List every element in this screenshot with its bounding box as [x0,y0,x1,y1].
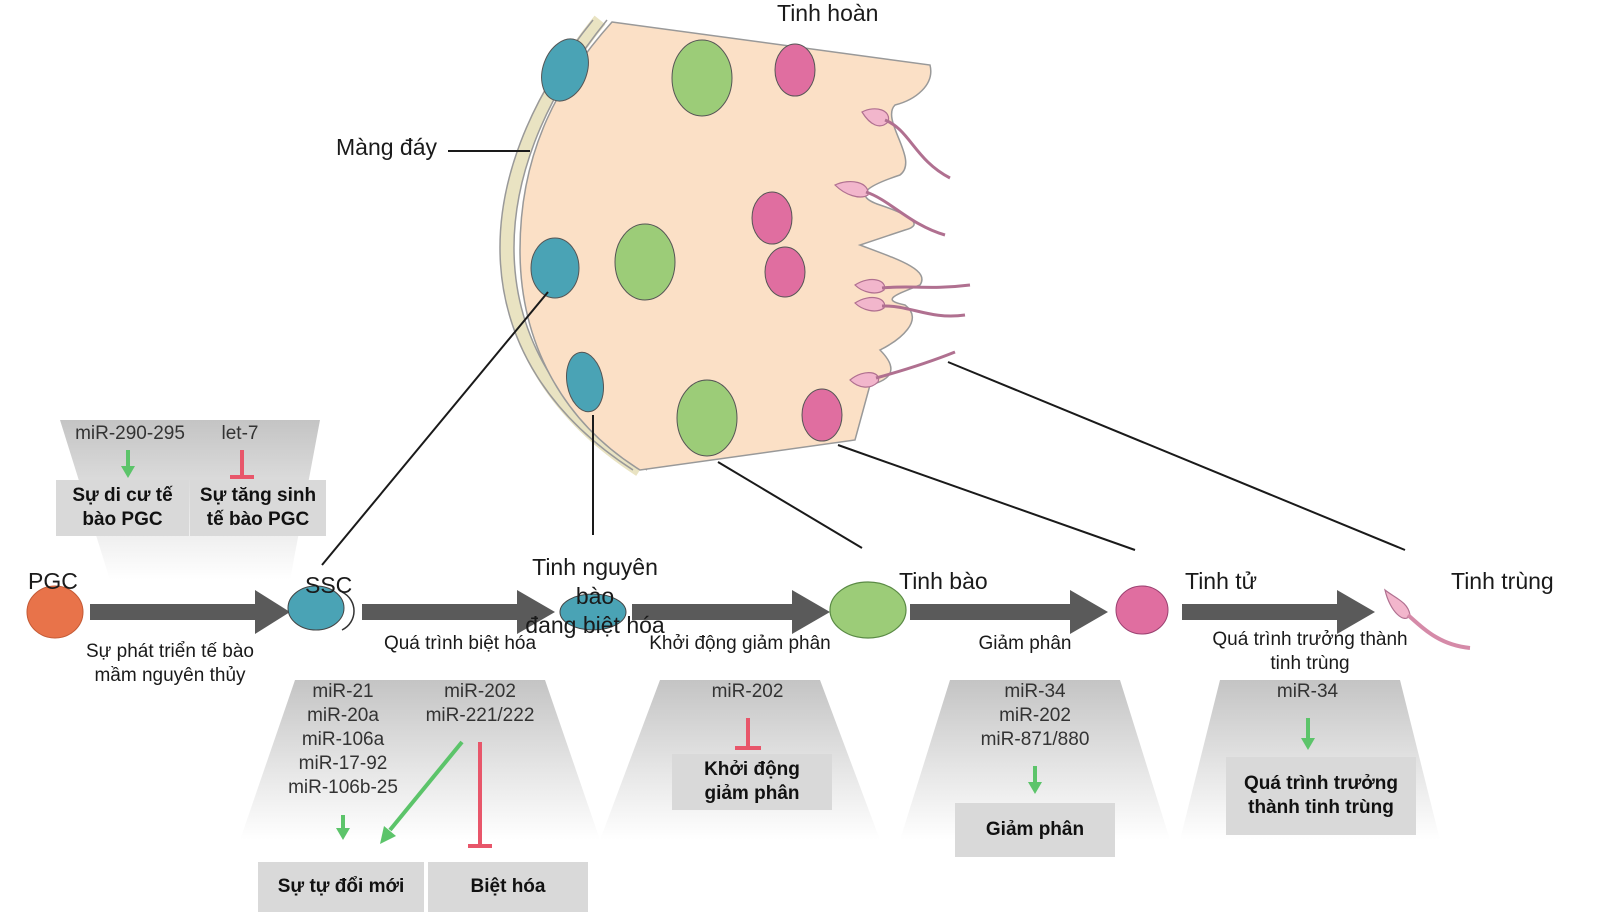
transition-label-maturation: Quá trình trưởng thành tinh trùng [1195,628,1425,676]
transition-label-line: tinh trùng [1270,653,1350,674]
spermatocyte-pointer [717,461,863,549]
arrow-spermatocyte-to-spermatid [910,590,1108,634]
progression-arrows [90,590,1375,634]
promote-arrow [1028,766,1042,794]
ssc-panel-bg [240,680,600,840]
spermatocyte-cell [676,379,738,457]
transition-label-line: Sự phát triển tế bào [86,641,254,662]
box-line: Khởi động [704,759,800,780]
testis-sperm [833,108,971,388]
mirna-list-right: miR-202 miR-221/222 [415,680,545,728]
mirna-label: miR-17-92 [298,753,388,774]
connector-lines [321,150,1406,566]
mirna-label: let-7 [221,423,259,444]
mirna-label: miR-106a [301,729,385,750]
promote-arrow [380,740,464,844]
diff-spermatogonia-cell [559,593,627,631]
pgc-migration-box: Sự di cư tế bào PGC [56,480,189,536]
stage-label-line: Tinh nguyên bào [532,554,658,609]
testis-cells [530,38,843,457]
ssc-cell [530,237,580,299]
stage-label-sperm: Tinh trùng [1451,568,1554,594]
spermatid-pointer [837,444,1136,551]
spermatid-cell [764,246,806,298]
promote-arrow [336,815,350,840]
seminiferous-tissue [519,21,932,471]
box-line: giảm phân [704,783,800,804]
pgc-cell [26,585,84,639]
testis-title: Tinh hoàn [777,0,879,26]
promote-arrow [121,450,135,478]
mirna-label: miR-290-295 [75,423,185,444]
meiosis-panel-bg [900,680,1170,840]
ssc-cell [566,351,604,413]
mirna-label: miR-34 [1276,681,1339,702]
stage-cells [26,581,1471,650]
meiosis-initiation-box: Khởi động giảm phân [672,754,832,810]
pgc-proliferation-box: Sự tăng sinh tế bào PGC [190,480,326,536]
mirna-label: miR-221/222 [425,705,535,726]
transition-label-line: mầm nguyên thủy [94,665,246,686]
spermatocyte-cell [671,39,733,117]
stage-label-diff-spermatogonia: Tinh nguyên bào đang biệt hóa [520,553,670,640]
stage-label-spermatid: Tinh tử [1185,568,1258,594]
sperm-cell [1384,588,1471,650]
transition-label-meiosis: Giảm phân [978,633,1072,654]
meiosis-box: Giảm phân [955,803,1115,857]
mirna-list: miR-34 miR-202 miR-871/880 [970,680,1100,752]
mirna-list-left: miR-21 miR-20a miR-106a miR-17-92 miR-10… [278,680,408,800]
spermatocyte-cell [614,223,676,301]
ssc-cell [541,38,589,102]
spermatid-cell [1115,585,1169,635]
inhibit-arrow [468,742,492,848]
mirna-label: miR-202 [999,705,1071,726]
transition-label-pgc-development: Sự phát triển tế bào mầm nguyên thủy [70,640,270,688]
ssc-cell [287,585,345,631]
basement-membrane-label: Màng đáy [336,134,438,160]
box-line: Sự di cư tế [72,485,173,506]
spermatid-cell [751,191,793,245]
sperm-maturation-box: Quá trình trưởng thành tinh trùng [1226,757,1416,835]
transition-label-differentiation: Quá trình biệt hóa [383,633,537,654]
spermatid-cell [774,43,816,97]
arrow-spermatid-to-sperm [1182,590,1375,634]
inhibit-arrow [230,450,254,479]
mirna-label: miR-106b-25 [288,777,398,798]
arrow-pgc-to-ssc [90,590,290,634]
self-renewal-box: Sự tự đổi mới [258,862,424,912]
mirna-label: miR-34 [1004,681,1066,702]
transition-label-line: Quá trình trưởng thành [1212,629,1408,650]
mirna-label: miR-21 [312,681,374,702]
box-line: Quá trình trưởng [1244,773,1398,794]
spermatid-cell [801,388,843,442]
mirna-label: miR-20a [307,705,379,726]
spermatocyte-cell [829,581,907,639]
sperm-pointer [947,361,1406,551]
promote-arrow [1301,718,1315,750]
regulation-arrows [121,450,1315,848]
inhibit-arrow [735,718,761,750]
box-line: bào PGC [82,509,163,530]
box-line: thành tinh trùng [1248,797,1394,818]
mirna-label: miR-871/880 [980,729,1090,750]
arrow-diff-to-spermatocyte [632,590,830,634]
box-line: Sự tăng sinh [199,485,317,506]
self-renewal-icon [341,591,355,631]
ssc-pointer [321,291,549,566]
box-line: tế bào PGC [206,509,310,530]
stage-label-pgc: PGC [28,568,78,594]
stage-label-ssc: SSC [305,572,353,598]
stage-label-spermatocyte: Tinh bào [899,568,988,594]
stage-label-line: đang biệt hóa [525,612,665,638]
transition-label-meiosis-initiation: Khởi động giảm phân [649,633,831,654]
arrow-ssc-to-diff [362,590,555,634]
mirna-label: miR-202 [444,681,516,702]
mirna-label: miR-202 [711,681,784,702]
differentiation-box: Biệt hóa [428,862,588,912]
